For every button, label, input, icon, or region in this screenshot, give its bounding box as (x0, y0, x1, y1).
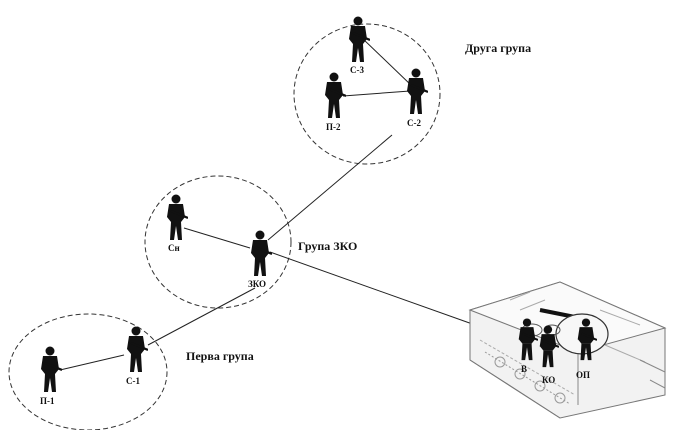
soldier-zko-icon (249, 230, 272, 278)
label-group-1: Перва група (186, 349, 254, 363)
label-s3: С-3 (350, 65, 364, 75)
infantry-fighting-vehicle-icon (468, 281, 667, 419)
link-zko-vehicle (269, 251, 479, 327)
connection-lines (59, 37, 479, 371)
soldier-p1-icon (39, 346, 62, 394)
link-s2-zko (267, 134, 393, 241)
label-s1: С-1 (126, 376, 140, 386)
group-1-circle (8, 313, 168, 430)
label-p1: П-1 (40, 396, 55, 406)
soldier-s3-icon (347, 16, 370, 64)
link-p2-s2 (342, 90, 411, 97)
label-p2: П-2 (326, 122, 341, 132)
label-s2: С-2 (407, 118, 421, 128)
label-v: В (521, 364, 527, 374)
link-sn-zko (183, 227, 251, 249)
label-group-zko: Група ЗКО (298, 239, 357, 253)
soldier-s1-icon (125, 326, 148, 374)
group-2-circle (293, 23, 441, 165)
link-zko-s1 (147, 287, 256, 346)
label-zko: ЗКО (248, 279, 266, 289)
group-zko-circle (144, 175, 292, 309)
label-sn: Сн (168, 243, 180, 253)
label-op: ОП (576, 370, 590, 380)
label-group-2: Друга група (465, 41, 531, 55)
link-s3-s2 (361, 37, 413, 87)
soldier-p2-icon (323, 72, 346, 120)
label-ko: КО (542, 375, 555, 385)
soldier-s2-icon (405, 68, 428, 116)
soldier-sn-icon (165, 194, 188, 242)
link-p1-s1 (59, 354, 125, 371)
